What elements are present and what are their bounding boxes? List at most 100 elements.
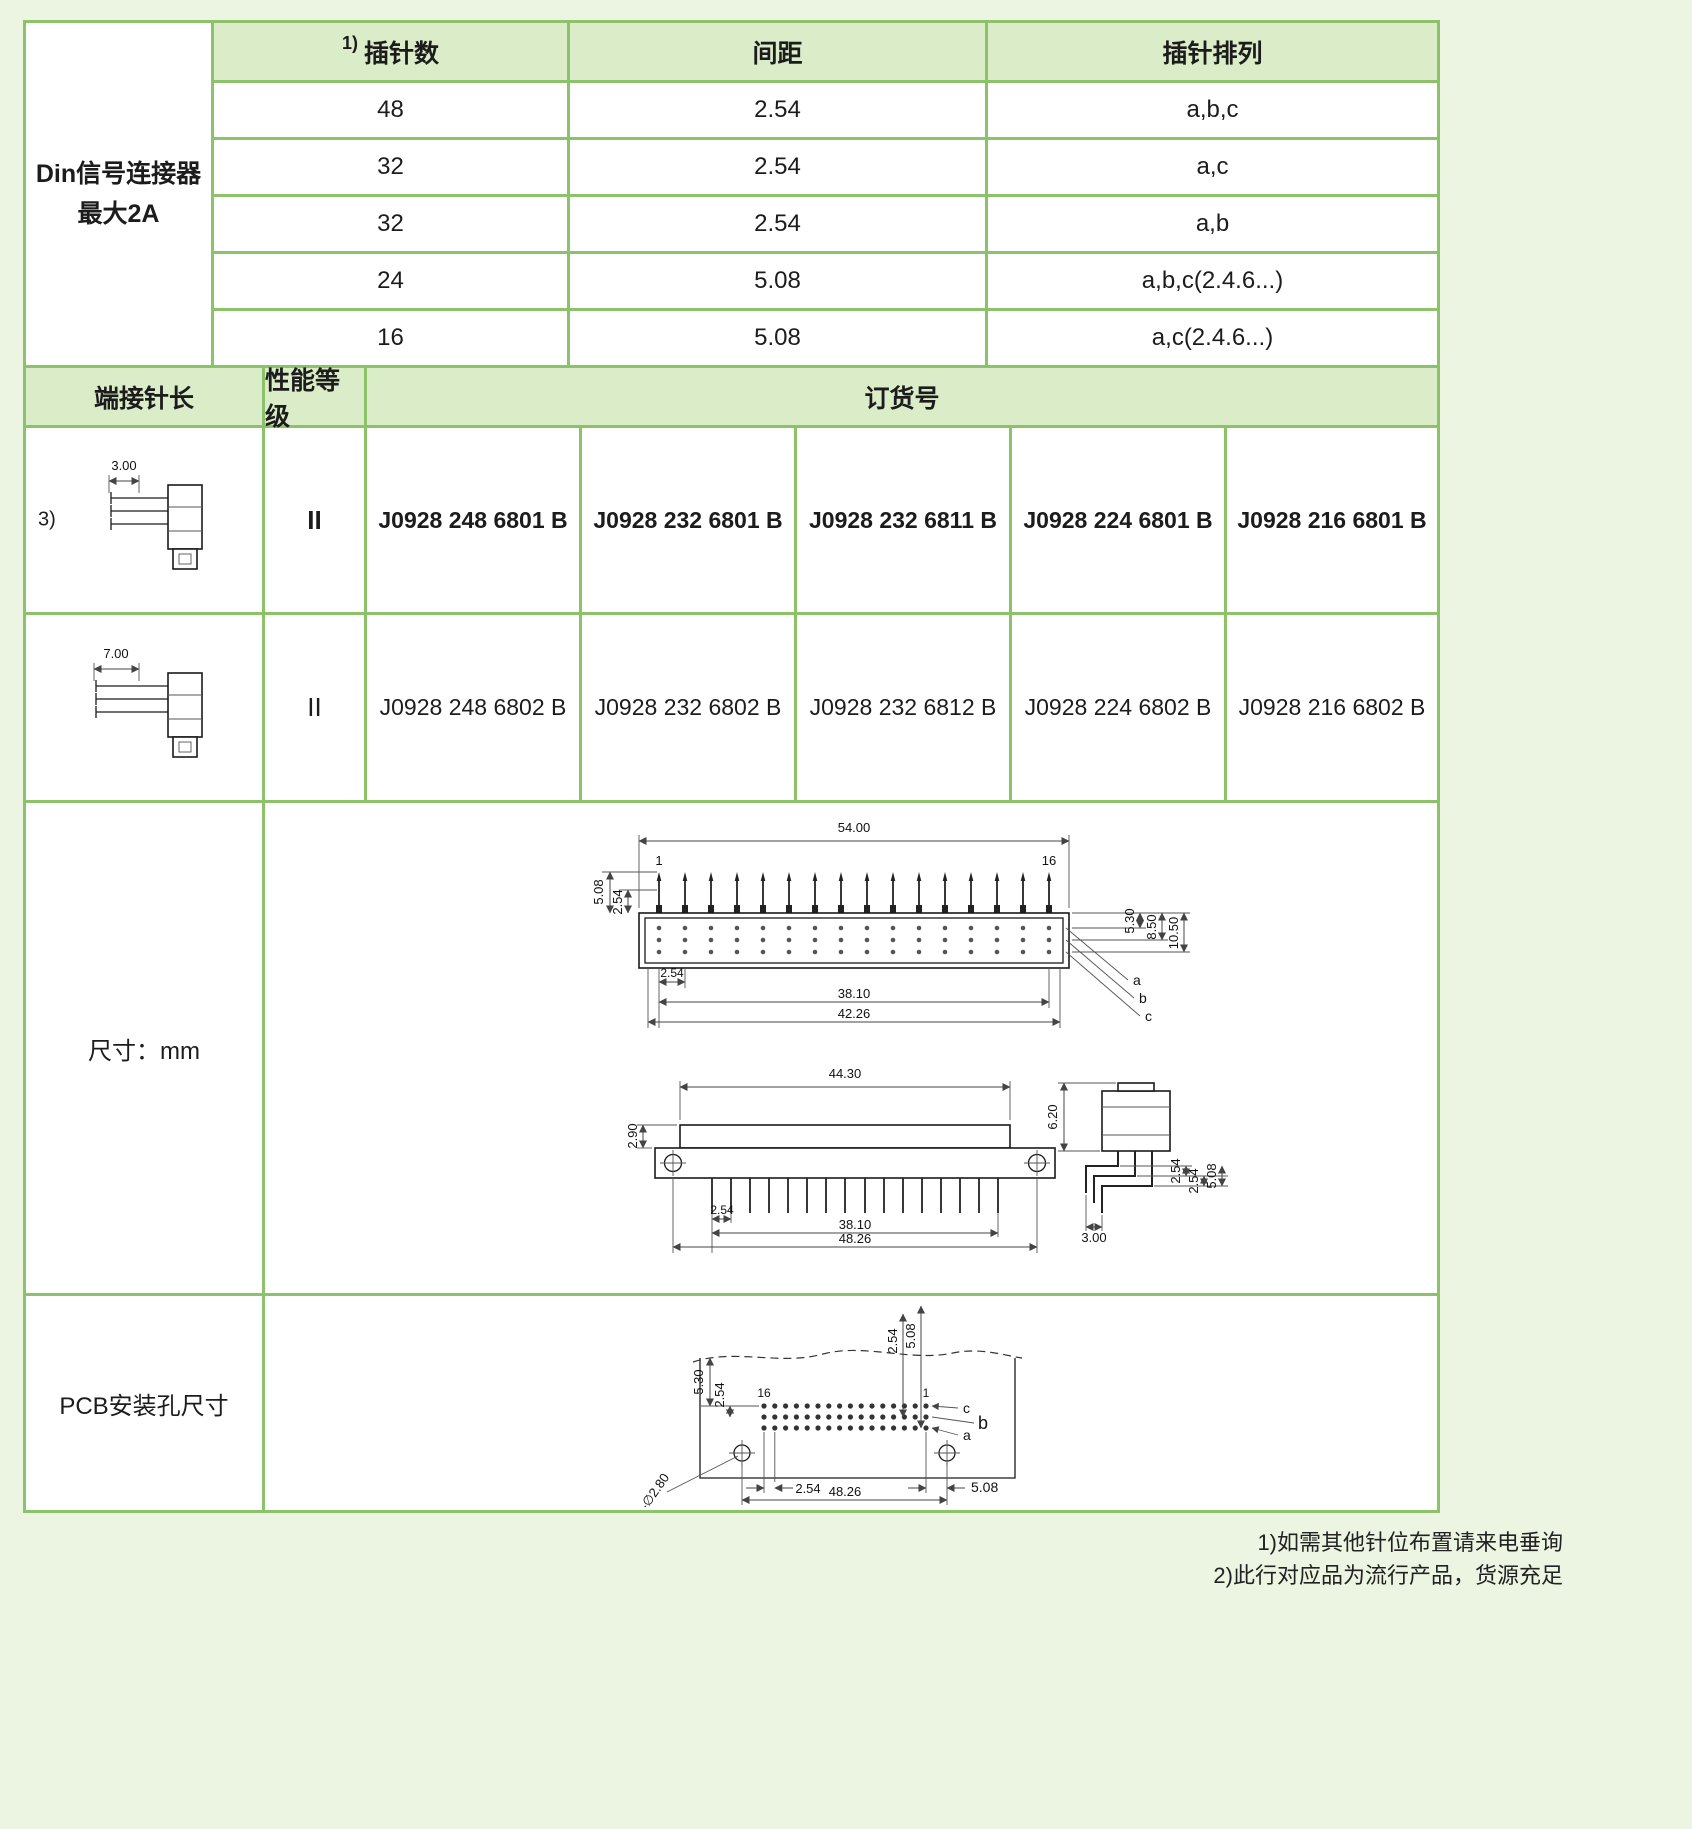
pcb-hole-pattern-drawing: 16 1 c b a 5.30 2.54 2.54 5. — [632, 1305, 1023, 1507]
col-header-order-no: 订货号 — [367, 368, 1440, 428]
mounting-view-drawing: 44.30 2.90 2.54 38.10 48.26 — [625, 1066, 1056, 1253]
dimensions-label: 尺寸：mm — [88, 1037, 200, 1065]
order-number: J0928 224 6801 B — [1012, 428, 1227, 615]
pitch-value: 2.54 — [570, 140, 988, 197]
dim-housing-height: 6.20 — [1045, 1104, 1060, 1129]
dim-left-outer: 5.08 — [591, 879, 606, 904]
pin-length-dim: 3.00 — [111, 458, 136, 473]
footnote-2: 2)此行对应品为流行产品，货源充足 — [1213, 1563, 1563, 1588]
dim-mount-span: 48.26 — [839, 1231, 872, 1246]
row-label-b: b — [1139, 990, 1147, 1006]
order-number: J0928 216 6802 B — [1227, 615, 1440, 803]
col-header-pin-length: 端接针长 — [26, 368, 265, 428]
pitch-value: 5.08 — [570, 254, 988, 311]
dim-left-inner: 2.54 — [712, 1382, 727, 1407]
footnote-1: 1)如需其他针位布置请来电垂询 — [1257, 1530, 1563, 1555]
header-pin-count-label: 插针数 — [364, 39, 440, 68]
front-view-drawing: 54.00 1 16 5.08 2.54 5.30 8.50 10.50 — [591, 820, 1190, 1028]
row-label-c: c — [1145, 1008, 1152, 1024]
dim-pitch: 2.54 — [660, 966, 684, 980]
arrangement-value: a,b — [988, 197, 1440, 254]
dim-row-a: 2.54 — [1168, 1158, 1183, 1183]
spec-row: 32 2.54 a,b — [214, 197, 1440, 254]
pitch-value: 5.08 — [570, 311, 988, 368]
pin-length-drawing-cell: 3) 3.00 — [26, 428, 265, 615]
order-row: 3) 3.00 II J0 — [26, 428, 1440, 615]
pin-number-last: 16 — [1042, 853, 1056, 868]
product-name-cell: Din信号连接器 最大2A — [26, 23, 214, 368]
pin-length-dim: 7.00 — [103, 646, 128, 661]
dimension-drawings-cell: 54.00 1 16 5.08 2.54 5.30 8.50 10.50 — [265, 803, 1440, 1296]
dim-edge-offset: 5.08 — [971, 1479, 998, 1495]
connector-side-view-icon: 3.00 — [108, 458, 203, 570]
dim-pin-span: 38.10 — [839, 1217, 872, 1232]
pin-count-value: 32 — [214, 140, 570, 197]
dim-right-c: 10.50 — [1166, 917, 1181, 950]
dim-pin-span: 38.10 — [838, 986, 871, 1001]
order-number: J0928 248 6801 B — [367, 428, 582, 615]
dim-left-inner: 2.54 — [610, 889, 625, 914]
spec-row: 32 2.54 a,c — [214, 140, 1440, 197]
col-header-pitch: 间距 — [570, 23, 988, 83]
dim-row-span: 5.08 — [1204, 1163, 1219, 1188]
pin-number-left: 16 — [757, 1386, 771, 1400]
arrangement-value: a,c — [988, 140, 1440, 197]
spec-row: 16 5.08 a,c(2.4.6...) — [214, 311, 1440, 368]
dim-overall-width: 54.00 — [838, 820, 871, 835]
col-header-pin-count: 1) 插针数 — [214, 23, 570, 83]
dim-shell-width: 44.30 — [829, 1066, 862, 1081]
col-header-arrangement: 插针排列 — [988, 23, 1440, 83]
order-number: J0928 232 6802 B — [582, 615, 797, 803]
mount-hole-callout: 2-∅2.80 — [632, 1470, 672, 1507]
pitch-value: 2.54 — [570, 197, 988, 254]
pin-length-drawing-cell: 7.00 — [26, 615, 265, 803]
col-header-grade: 性能等级 — [265, 367, 367, 431]
dim-right-a: 5.30 — [1122, 908, 1137, 933]
product-name: Din信号连接器 — [35, 160, 202, 188]
dim-left-outer: 5.30 — [691, 1369, 706, 1394]
side-view-drawing: 6.20 2.54 2.54 5.08 3.00 — [1045, 1082, 1228, 1245]
row-label-a: a — [1133, 972, 1141, 988]
order-number: J0928 232 6812 B — [797, 615, 1012, 803]
spec-row: 48 2.54 a,b,c — [214, 83, 1440, 140]
arrangement-value: a,c(2.4.6...) — [988, 311, 1440, 368]
drawing-footnote-ref: 3) — [38, 508, 56, 531]
pitch-value: 2.54 — [570, 83, 988, 140]
dim-right-b: 8.50 — [1144, 914, 1159, 939]
dim-tail-length: 3.00 — [1081, 1230, 1106, 1245]
pcb-label-cell: PCB安装孔尺寸 — [26, 1296, 265, 1513]
dim-pitch: 2.54 — [710, 1203, 734, 1217]
pcb-label: PCB安装孔尺寸 — [59, 1392, 229, 1420]
order-table-header: 端接针长 性能等级 订货号 — [26, 367, 1440, 431]
dim-shell-height: 2.90 — [625, 1123, 640, 1148]
pin-count-value: 48 — [214, 83, 570, 140]
footnotes: 1)如需其他针位布置请来电垂询 2)此行对应品为流行产品，货源充足 — [0, 1526, 1563, 1592]
grade-value: II — [265, 615, 367, 803]
row-label-c: c — [963, 1400, 970, 1416]
dim-pitch: 2.54 — [795, 1481, 820, 1496]
pin-number-first: 1 — [655, 853, 662, 868]
order-number: J0928 224 6802 B — [1012, 615, 1227, 803]
product-rating: 最大2A — [77, 200, 160, 228]
order-number: J0928 216 6801 B — [1227, 428, 1440, 615]
grade-value: II — [265, 428, 367, 615]
pin-count-value: 16 — [214, 311, 570, 368]
pin-count-value: 32 — [214, 197, 570, 254]
connector-side-view-icon: 7.00 — [93, 646, 203, 758]
dim-top-outer: 5.08 — [903, 1323, 918, 1348]
dim-mount-span: 48.26 — [829, 1484, 862, 1499]
arrangement-value: a,b,c — [988, 83, 1440, 140]
pin-count-value: 24 — [214, 254, 570, 311]
order-number: J0928 248 6802 B — [367, 615, 582, 803]
order-row: 7.00 II J0928 248 6802 B J0928 232 6802 … — [26, 615, 1440, 803]
pin-number-right: 1 — [923, 1386, 930, 1400]
dim-row-b: 2.54 — [1186, 1168, 1201, 1193]
pcb-row: PCB安装孔尺寸 16 1 — [26, 1296, 1440, 1513]
header-footnote-ref: 1) — [341, 33, 358, 53]
dimensions-label-cell: 尺寸：mm — [26, 803, 265, 1296]
order-number: J0928 232 6811 B — [797, 428, 1012, 615]
datasheet-table: Din信号连接器 最大2A 1) 插针数 间距 插针排列 48 2.54 a,b… — [23, 20, 1440, 1513]
spec-row: 24 5.08 a,b,c(2.4.6...) — [214, 254, 1440, 311]
dim-top-inner: 2.54 — [885, 1328, 900, 1353]
pcb-drawing-cell: 16 1 c b a 5.30 2.54 2.54 5. — [265, 1296, 1440, 1513]
